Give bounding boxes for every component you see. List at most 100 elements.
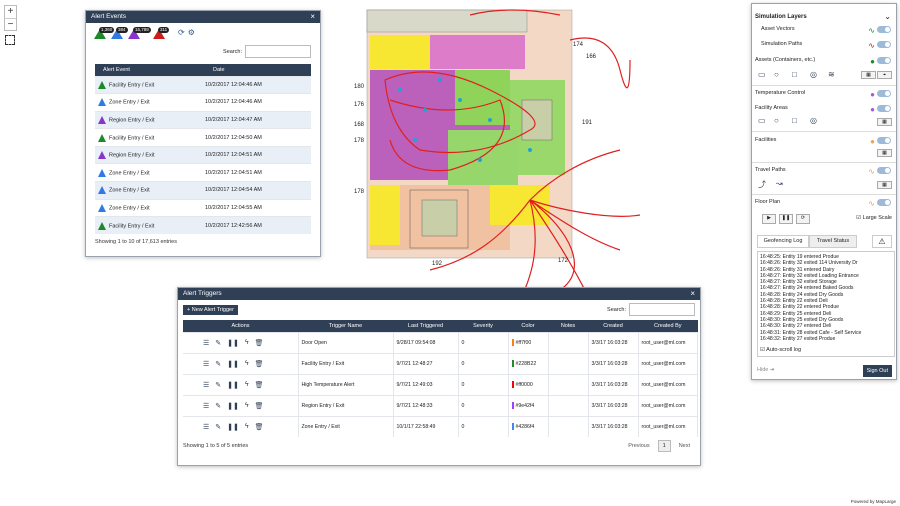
layers-icon[interactable]: ≋ [828, 70, 835, 79]
pause-icon[interactable]: ❚❚ [227, 360, 239, 368]
pause-icon[interactable]: ❚❚ [227, 423, 239, 431]
zoom-in-button[interactable]: + [7, 6, 14, 17]
toggle-floor-plan[interactable] [877, 199, 891, 206]
toggle-travel-paths[interactable] [877, 167, 891, 174]
column-header-last-triggered[interactable]: Last Triggered [393, 320, 458, 332]
table-button[interactable]: ▦ [877, 149, 892, 157]
table-button[interactable]: ▦ [877, 118, 892, 126]
bolt-icon[interactable]: ϟ [244, 422, 249, 430]
autoscroll-option[interactable]: ☑ Auto-scroll log [760, 347, 801, 353]
list-icon[interactable]: ☰ [203, 402, 210, 410]
large-scale-option[interactable]: ☑ Large Scale [856, 215, 892, 221]
column-header-event[interactable]: Alert Event [95, 64, 205, 76]
checkbox-icon[interactable]: ☑ [856, 215, 862, 221]
search-input[interactable] [245, 45, 311, 58]
bolt-icon[interactable]: ϟ [244, 359, 249, 367]
previous-page-button[interactable]: Previous [628, 443, 650, 449]
target-icon[interactable]: ◎ [810, 70, 817, 79]
location-button[interactable]: ⌖ [877, 71, 892, 79]
search-input[interactable] [629, 303, 695, 316]
floor-plan-map[interactable]: 174 166 180 176 168 178 191 178 172 192 [330, 0, 710, 300]
square-icon[interactable]: □ [792, 70, 797, 79]
gear-icon[interactable]: ⚙ [187, 28, 195, 37]
current-page-button[interactable]: 1 [657, 440, 671, 452]
list-icon[interactable]: ☰ [203, 339, 210, 347]
collapse-chevron-icon[interactable]: ⌄ [884, 12, 891, 21]
lasso-icon[interactable]: ○ [774, 116, 779, 125]
restart-button[interactable]: ⟳ [796, 214, 810, 224]
list-icon[interactable]: ☰ [203, 360, 210, 368]
pause-icon[interactable]: ❚❚ [227, 381, 239, 389]
toggle-asset-vectors[interactable] [877, 26, 891, 33]
list-icon[interactable]: ☰ [203, 423, 210, 431]
draw-curve-icon[interactable]: ↝ [776, 179, 783, 188]
bolt-icon[interactable]: ϟ [244, 338, 249, 346]
column-header-color[interactable]: Color [508, 320, 548, 332]
trash-icon[interactable]: 🗑 [254, 381, 264, 389]
list-icon[interactable]: ☰ [203, 381, 210, 389]
badge-purple[interactable]: 15,789 [128, 27, 151, 39]
draw-line-icon[interactable]: ⤴ [758, 180, 766, 189]
column-header-actions[interactable]: Actions [183, 320, 298, 332]
pause-icon[interactable]: ❚❚ [227, 339, 239, 347]
pause-icon[interactable]: ❚❚ [227, 402, 239, 410]
badge-green[interactable]: 1,360 [94, 27, 115, 39]
next-page-button[interactable]: Next [678, 443, 690, 449]
toggle-assets[interactable] [877, 57, 891, 64]
toggle-temperature[interactable] [877, 90, 891, 97]
warning-icon[interactable]: ⚠ [872, 235, 892, 248]
badge-blue[interactable]: 384 [111, 27, 128, 39]
square-icon[interactable]: □ [792, 116, 797, 125]
column-header-notes[interactable]: Notes [548, 320, 588, 332]
edit-icon[interactable]: ✎ [215, 423, 222, 431]
rectangle-icon[interactable]: ▭ [758, 70, 766, 79]
table-button[interactable]: ▦ [877, 181, 892, 189]
lasso-icon[interactable]: ○ [774, 70, 779, 79]
fullscreen-icon[interactable] [5, 35, 15, 45]
close-icon[interactable]: × [310, 12, 315, 21]
new-alert-trigger-button[interactable]: + New Alert Trigger [183, 305, 238, 315]
zoom-out-button[interactable]: − [5, 18, 16, 30]
trash-icon[interactable]: 🗑 [254, 402, 264, 410]
trash-icon[interactable]: 🗑 [254, 423, 264, 431]
column-header-trigger-name[interactable]: Trigger Name [298, 320, 393, 332]
tab-travel-status[interactable]: Travel Status [809, 235, 857, 248]
close-icon[interactable]: × [690, 289, 695, 298]
edit-icon[interactable]: ✎ [215, 402, 222, 410]
play-button[interactable]: ▶ [762, 214, 776, 224]
table-button[interactable]: ▦ [861, 71, 876, 79]
edit-icon[interactable]: ✎ [215, 360, 222, 368]
sign-out-button[interactable]: Sign Out [862, 365, 892, 377]
hide-button[interactable]: Hide ➔ [757, 367, 774, 373]
toggle-simulation-paths[interactable] [877, 41, 891, 48]
column-header-created-by[interactable]: Created By [638, 320, 698, 332]
column-header-created[interactable]: Created [588, 320, 638, 332]
trash-icon[interactable]: 🗑 [254, 339, 264, 347]
bolt-icon[interactable]: ϟ [244, 401, 249, 409]
rectangle-icon[interactable]: ▭ [758, 116, 766, 125]
tab-geofencing-log[interactable]: Geofencing Log [757, 235, 809, 248]
refresh-icon[interactable]: ⟳ [178, 28, 185, 37]
pause-button[interactable]: ❚❚ [779, 214, 793, 224]
checkbox-icon[interactable]: ☑ [760, 347, 765, 353]
trash-icon[interactable]: 🗑 [254, 360, 264, 368]
edit-icon[interactable]: ✎ [215, 381, 222, 389]
toggle-facility-areas[interactable] [877, 105, 891, 112]
bolt-icon[interactable]: ϟ [244, 380, 249, 388]
column-header-date[interactable]: Date [205, 64, 311, 76]
column-header-severity[interactable]: Severity [458, 320, 508, 332]
target-icon[interactable]: ◎ [810, 116, 817, 125]
